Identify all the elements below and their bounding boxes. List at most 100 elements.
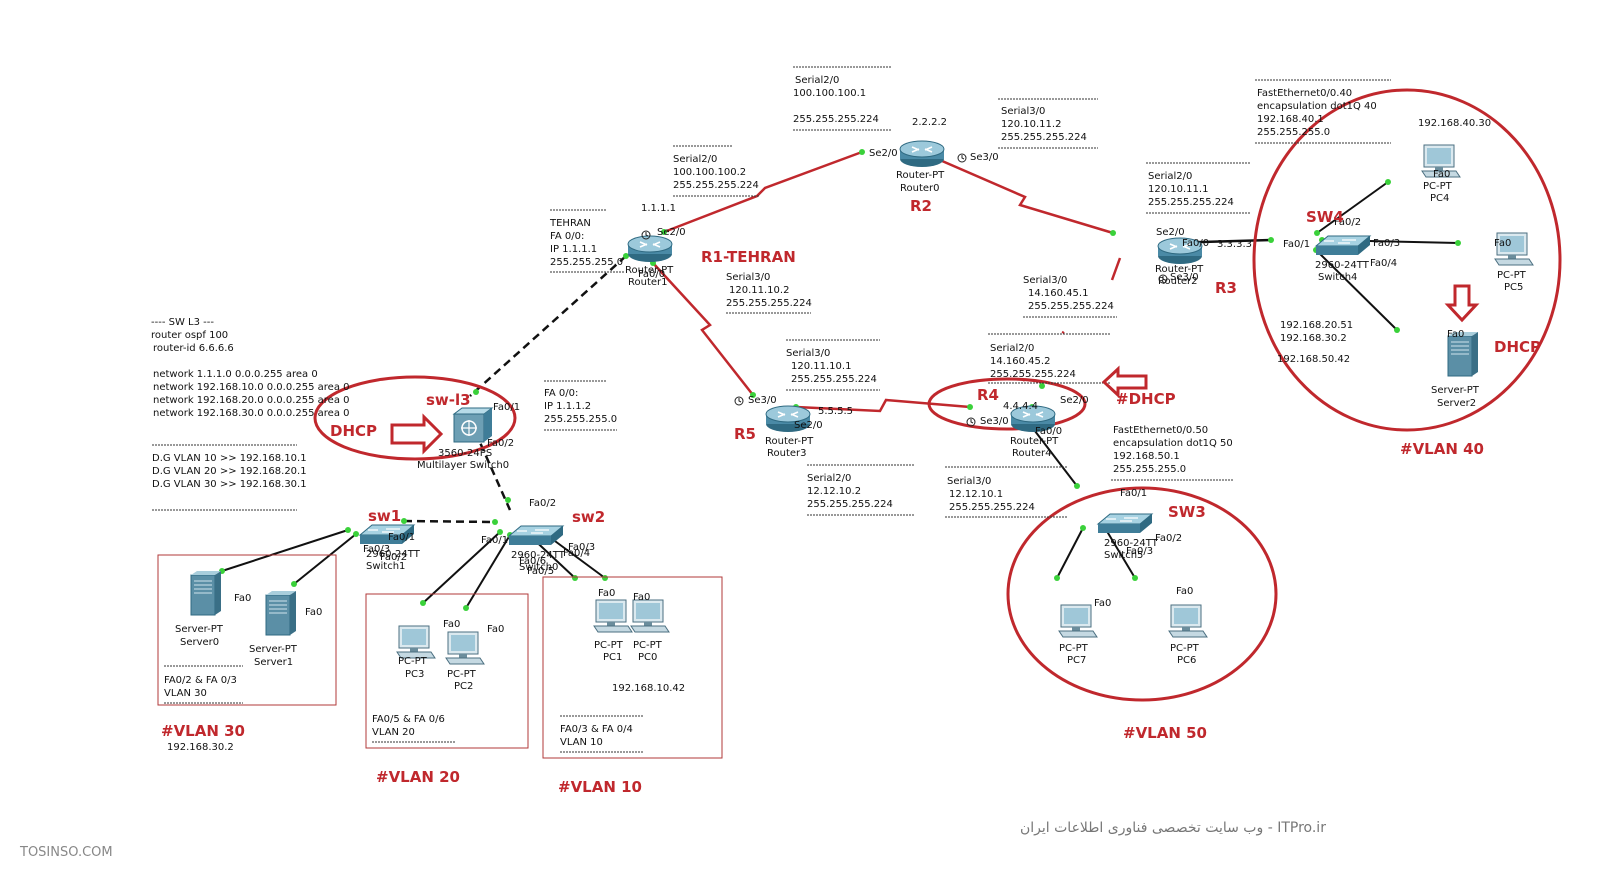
router2[interactable]: Router-PT Router2 [1155, 237, 1204, 287]
svg-text:FA0/5 & FA 0/6: FA0/5 & FA 0/6 [372, 714, 445, 725]
note-r2-se3: Serial3/0 14.160.45.1 255.255.255.224 [1023, 275, 1117, 318]
sw2-fa04-label: Fa0/4 [563, 548, 590, 559]
sw3-fa02-label: Fa0/2 [1155, 533, 1182, 544]
server0[interactable]: Server-PT Server0 [175, 570, 224, 648]
router1[interactable]: Router-PT Router1 [625, 235, 674, 288]
server1[interactable]: Server-PT Server1 [249, 590, 298, 668]
label-sw4: SW4 [1306, 208, 1344, 226]
note-r2-se2: Serial2/0 120.10.11.1 255.255.255.224 [1146, 162, 1250, 214]
note-r4-subif50: FastEthernet0/0.50 encapsulation dot1Q 5… [1111, 425, 1234, 481]
note-r1-serial: Serial2/0 100.100.100.2 255.255.255.224 [673, 145, 760, 197]
label-r3: R3 [1215, 279, 1237, 297]
svg-text:Serial2/0: Serial2/0 [673, 154, 717, 165]
pc2[interactable]: PC-PT PC2 [445, 631, 485, 692]
server2[interactable]: Server-PT Server2 [1431, 331, 1480, 409]
svg-text:FastEthernet0/0.50: FastEthernet0/0.50 [1113, 425, 1208, 436]
svg-text:255.255.255.0: 255.255.255.0 [544, 414, 617, 425]
pc5-model: PC-PT [1497, 270, 1527, 281]
server2-name: Server2 [1437, 398, 1476, 409]
pc5-fa0-label: Fa0 [1494, 238, 1511, 249]
svg-text:255.255.255.224: 255.255.255.224 [673, 180, 759, 191]
sw4-fa01-label: Fa0/1 [1283, 239, 1310, 250]
r4-se30-label: Se3/0 [980, 416, 1009, 427]
serial-link-r0-r2 [925, 152, 1114, 235]
pc1-model: PC-PT [594, 640, 624, 651]
pc7-fa0-label: Fa0 [1094, 598, 1111, 609]
pc4[interactable]: PC-PT PC4 [1421, 144, 1461, 204]
svg-text:100.100.100.2: 100.100.100.2 [673, 167, 746, 178]
pc7[interactable]: PC-PT PC7 [1058, 604, 1098, 666]
svg-text:FastEthernet0/0.40: FastEthernet0/0.40 [1257, 88, 1352, 99]
note-vlan20-ports: FA0/5 & FA 0/6 VLAN 20 [372, 714, 455, 743]
switch0-model: 2960-24TT [511, 550, 566, 561]
r2-se30-label: Se3/0 [1170, 272, 1199, 283]
pc7-model: PC-PT [1059, 643, 1089, 654]
switch4-name: Switch4 [1318, 272, 1357, 283]
pc6-fa0-label: Fa0 [1176, 586, 1193, 597]
router3[interactable]: Router-PT Router3 [765, 405, 814, 459]
svg-text:255.255.255.0: 255.255.255.0 [1113, 464, 1186, 475]
link-sw3-pc6 [1104, 527, 1136, 579]
pc0[interactable]: PC-PT PC0 [630, 599, 670, 663]
server2-model: Server-PT [1431, 385, 1480, 396]
router1-model: Router-PT [625, 265, 674, 276]
pc3[interactable]: PC-PT PC3 [396, 625, 436, 680]
label-vlan50: #VLAN 50 [1123, 724, 1207, 742]
pc1[interactable]: PC-PT PC1 [593, 599, 633, 663]
pc7-name: PC7 [1067, 655, 1086, 666]
pc2-name: PC2 [454, 681, 473, 692]
pc4-name: PC4 [1430, 193, 1449, 204]
router4-loopback: 4.4.4.4 [1003, 401, 1038, 412]
svg-text:VLAN 30: VLAN 30 [164, 688, 207, 699]
switch0[interactable]: 2960-24TT Switch0 [508, 525, 566, 573]
mls-fa01-label: Fa0/1 [493, 402, 520, 413]
label-sw-l3: sw-l3 [426, 391, 471, 409]
sw4-fa02-label: Fa0/2 [1334, 217, 1361, 228]
server0-fa0-label: Fa0 [234, 593, 251, 604]
r2-se20-label: Se2/0 [1156, 227, 1185, 238]
svg-text:IP 1.1.1.1: IP 1.1.1.1 [550, 244, 597, 255]
serial-link-r1-r0 [663, 150, 863, 234]
router4[interactable]: Router-PT Router4 [1010, 405, 1059, 459]
svg-text:---- SW L3 ---: ---- SW L3 --- [151, 317, 214, 328]
multilayer-switch0[interactable]: 3560-24PS Multilayer Switch0 [417, 407, 509, 471]
vlan40-ellipse [1252, 88, 1562, 432]
note-r3-se3: Serial3/0 120.11.10.1 255.255.255.224 [786, 339, 880, 391]
switch0-name: Switch0 [519, 562, 558, 573]
svg-text:VLAN 20: VLAN 20 [372, 727, 415, 738]
svg-text:router-id 6.6.6.6: router-id 6.6.6.6 [153, 343, 234, 354]
router0[interactable]: Router-PT Router0 [896, 140, 945, 194]
pc5[interactable]: PC-PT PC5 [1494, 232, 1534, 293]
sw3-fa01-label: Fa0/1 [1120, 488, 1147, 499]
svg-text:FA0/2 & FA 0/3: FA0/2 & FA 0/3 [164, 675, 237, 686]
label-vlan20: #VLAN 20 [376, 768, 460, 786]
switch1[interactable]: 2960-24TT Switch1 [359, 524, 421, 572]
note-tehran: TEHRAN FA 0/0: IP 1.1.1.1 255.255.255.0 [549, 209, 624, 273]
svg-text:VLAN 10: VLAN 10 [560, 737, 603, 748]
r0-se20-label: Se2/0 [869, 148, 898, 159]
label-dhcp-r4: #DHCP [1116, 390, 1176, 408]
svg-text:12.12.10.2: 12.12.10.2 [807, 486, 861, 497]
server2-fa0-label: Fa0 [1447, 329, 1464, 340]
server0-model: Server-PT [175, 624, 224, 635]
router4-name: Router4 [1012, 448, 1052, 459]
svg-text:120.11.10.2: 120.11.10.2 [729, 285, 789, 296]
pc6[interactable]: PC-PT PC6 [1168, 604, 1208, 666]
router2-loopback: 3.3.3.3 [1217, 239, 1252, 250]
switch1-model: 2960-24TT [366, 549, 421, 560]
server1-name: Server1 [254, 657, 293, 668]
pc6-name: PC6 [1177, 655, 1196, 666]
switch5[interactable]: 2960-24TT Switch5 [1097, 513, 1159, 561]
note-vlan10-ports: FA0/3 & FA 0/4 VLAN 10 [560, 715, 644, 753]
r0-se30-label: Se3/0 [970, 152, 999, 163]
clock-icon [966, 417, 976, 427]
svg-text:255.255.255.224: 255.255.255.224 [726, 298, 812, 309]
sw2-fa02-label: Fa0/2 [529, 498, 556, 509]
sw2-fa01-label: Fa0/1 [481, 535, 508, 546]
svg-text:Serial3/0: Serial3/0 [1023, 275, 1067, 286]
switch4[interactable]: 2960-24TT Switch4 [1315, 235, 1371, 283]
watermark-tosinso: TOSINSO.COM [19, 845, 113, 860]
svg-text:FA0/3 & FA 0/4: FA0/3 & FA 0/4 [560, 724, 633, 735]
vlan10-box [542, 576, 723, 759]
note-r0-serial: Serial2/0 100.100.100.1 255.255.255.224 [793, 66, 892, 131]
